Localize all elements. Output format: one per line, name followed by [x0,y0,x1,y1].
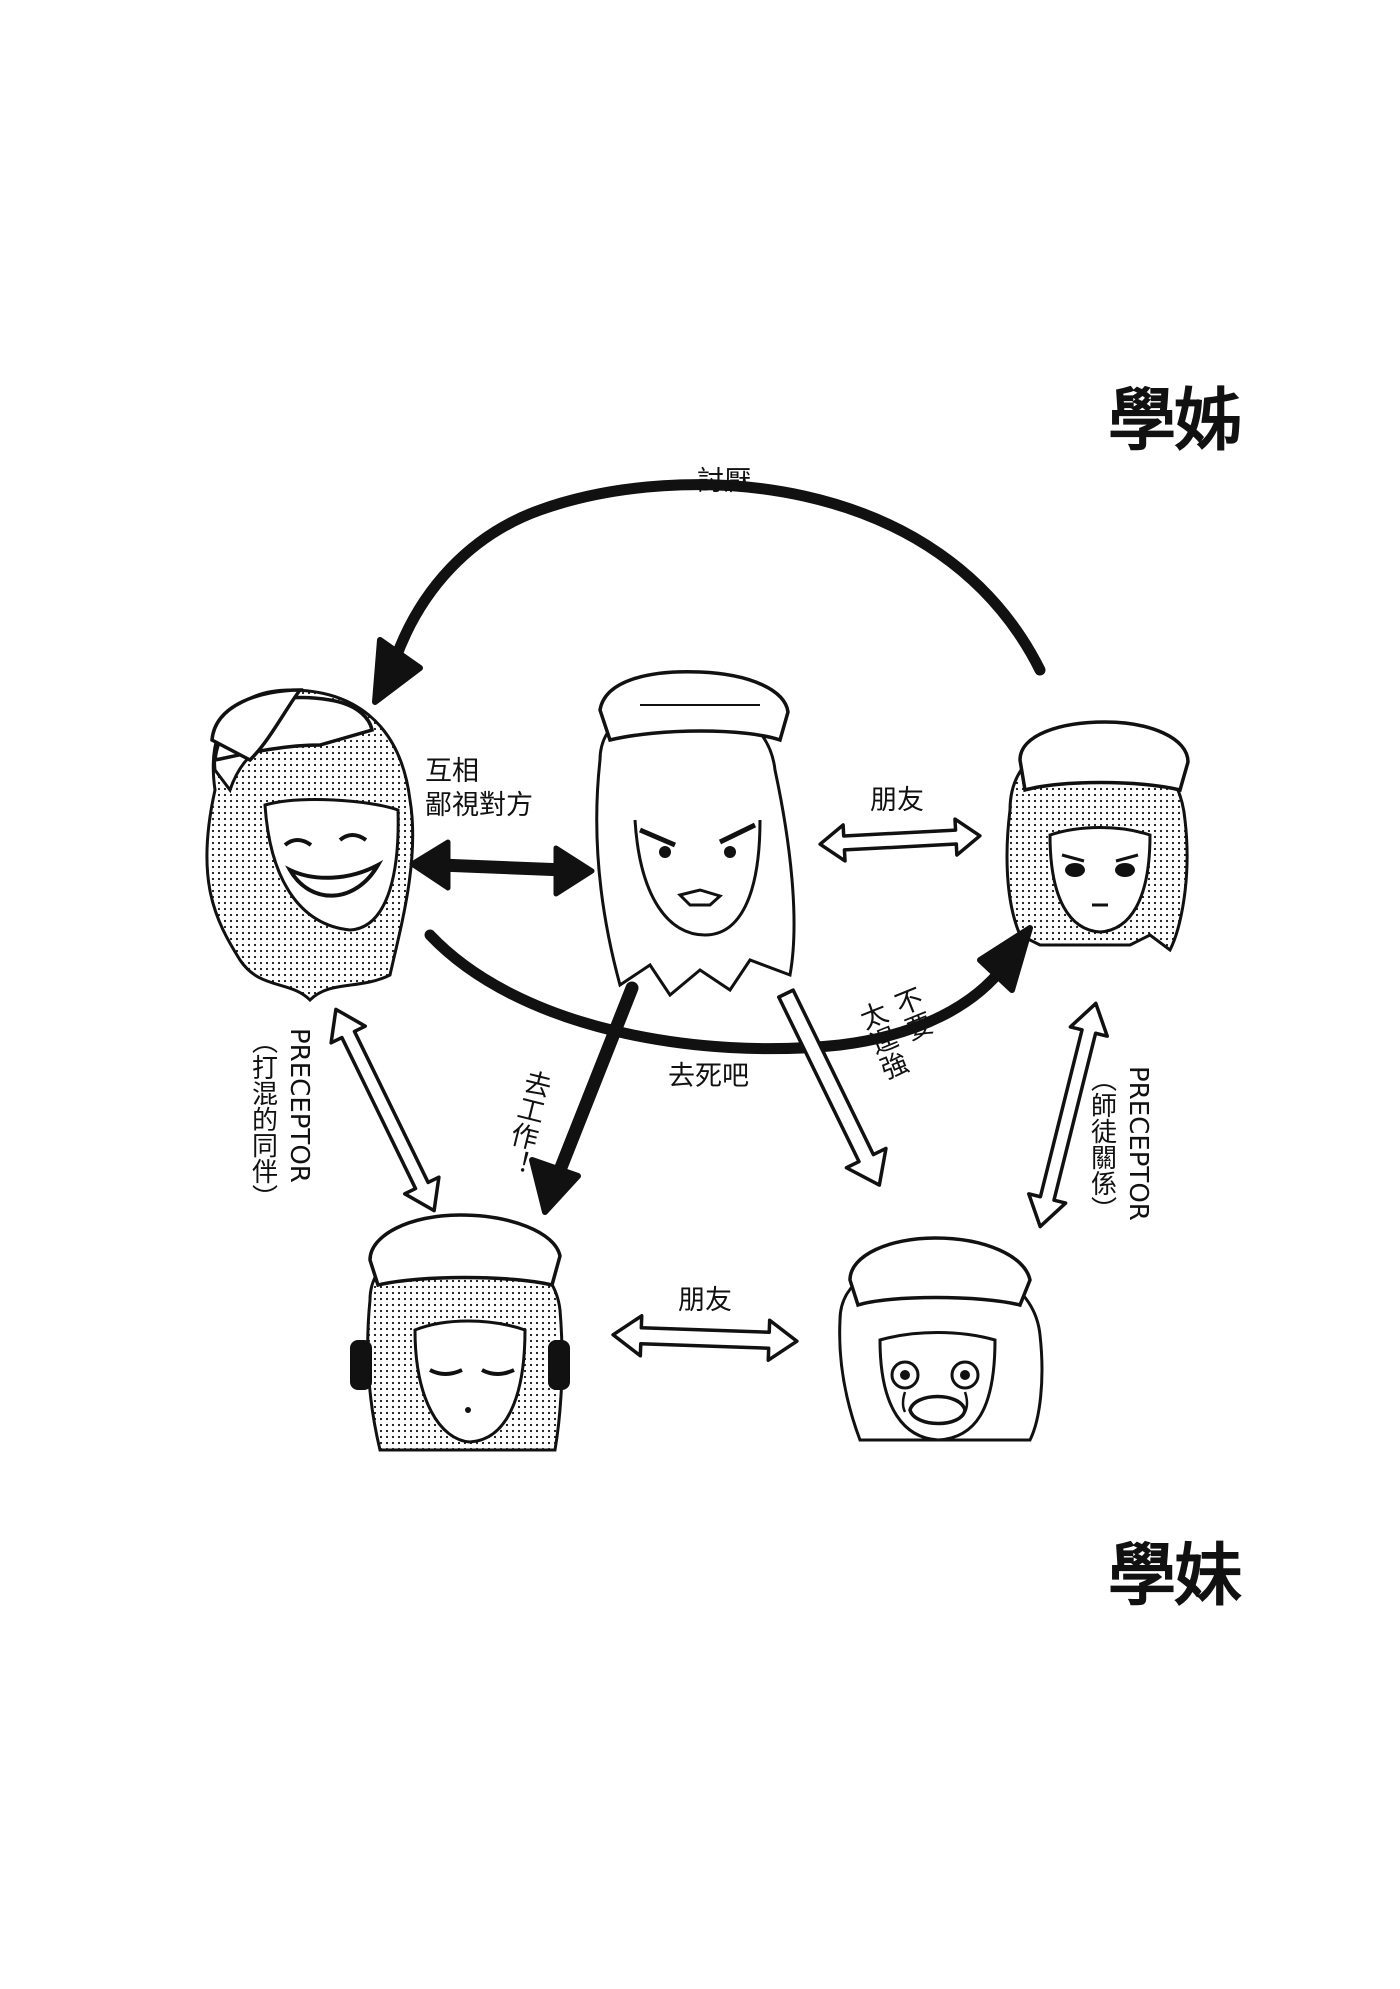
preceptor-left-note: （打混的同伴） [247,1028,278,1210]
character-right-junior [838,1236,1044,1442]
junior-heading: 學妹 [1108,1536,1242,1616]
character-left-junior [350,1213,570,1452]
character-right-senior [1005,720,1190,953]
mutual-contempt-line1: 互相 [425,756,479,787]
senior-heading: 學姊 [1108,381,1242,461]
go-die-arrow [424,925,1033,1055]
dislike-label: 討厭 [697,466,751,497]
mutual-contempt-arrow [409,839,595,897]
friends-top-arrow [818,817,982,863]
preceptor-right-label: PRECEPTOR （師徒關係） [1085,1066,1154,1222]
preceptor-right-title: PRECEPTOR [1123,1066,1153,1221]
preceptor-right-note: （師徒關係） [1086,1066,1117,1222]
dislike-arrow [372,479,1046,705]
mutual-contempt-label: 互相 鄙視對方 [425,755,533,823]
dont-push-arrow [777,988,888,1187]
preceptor-left-title: PRECEPTOR [284,1028,314,1183]
character-center-senior [595,670,796,998]
preceptor-left-label: PRECEPTOR （打混的同伴） [246,1028,315,1210]
mutual-contempt-line2: 鄙視對方 [425,789,533,821]
go-work-arrow [529,981,639,1215]
character-left-senior [205,688,415,1003]
friends-bottom-arrow [611,1314,799,1362]
preceptor-right-arrow [1027,1001,1109,1229]
preceptor-left-arrow [329,1007,441,1213]
friends-top-label: 朋友 [870,785,924,816]
friends-bottom-label: 朋友 [678,1285,732,1316]
go-die-label: 去死吧 [668,1061,749,1092]
